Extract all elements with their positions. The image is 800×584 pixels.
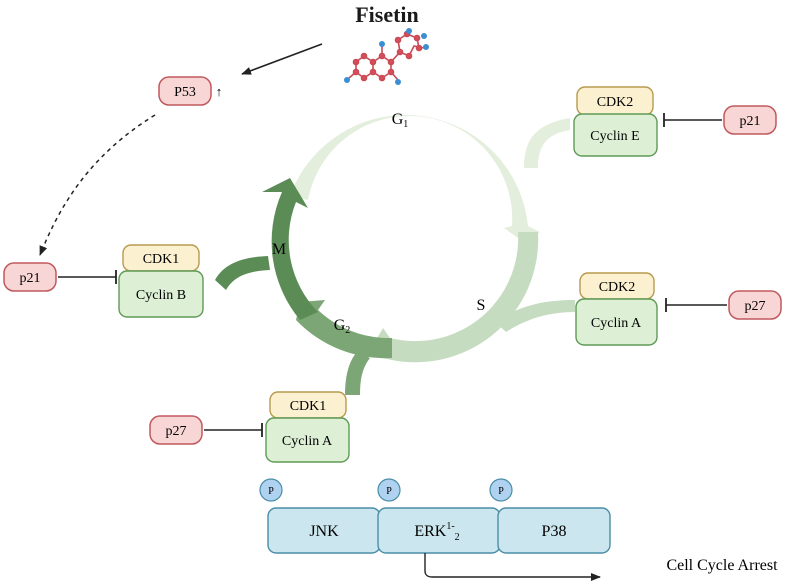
p53-to-p21-dashed-arrow xyxy=(39,114,156,256)
p27-right-box xyxy=(728,290,782,320)
p53-up-arrow: ↑ xyxy=(216,84,223,99)
cyclin-e-label: Cyclin E xyxy=(590,129,639,144)
s-arc xyxy=(370,232,539,363)
p53-label: P53 xyxy=(174,85,196,100)
arrest-arrow xyxy=(424,553,601,581)
m-arc xyxy=(262,178,318,320)
g1-arc xyxy=(290,115,540,243)
cell-cycle-ring xyxy=(215,115,575,395)
g1-feeder xyxy=(524,118,570,168)
cdk2-label: CDK2 xyxy=(597,95,634,110)
phospho-jnk-icon xyxy=(259,478,283,502)
cdk1-cyclin-a-complex: CDK1 Cyclin A xyxy=(265,391,350,463)
cyclin-b-box xyxy=(118,270,204,318)
p21-left-box xyxy=(3,262,57,292)
p27-bottom-box xyxy=(149,415,203,445)
cdk2-label: CDK2 xyxy=(599,280,636,295)
cdk2-cyclin-a-complex: CDK2 Cyclin A xyxy=(575,272,658,346)
phospho-erk-label: P xyxy=(386,486,392,497)
p53-box xyxy=(158,76,212,106)
s-feeder xyxy=(495,300,575,332)
fisetin-molecule-icon xyxy=(344,28,429,85)
cyclin-e-box xyxy=(573,113,658,157)
phase-g1-label: G1 xyxy=(392,111,409,130)
cyclin-a-label: Cyclin A xyxy=(282,434,333,449)
cyclin-a-box xyxy=(575,298,658,346)
g2-feeder xyxy=(345,352,370,395)
cyclin-b-label: Cyclin B xyxy=(136,288,186,303)
cdk1-label: CDK1 xyxy=(290,399,327,414)
cdk2-cyclin-e-complex: CDK2 Cyclin E xyxy=(573,86,658,157)
phase-s-label: S xyxy=(477,297,486,314)
p38-box xyxy=(497,507,611,554)
phospho-jnk-label: P xyxy=(268,486,274,497)
phospho-p38-label: P xyxy=(498,486,504,497)
fisetin-to-p53-arrow xyxy=(241,43,323,75)
phospho-markers: P P P xyxy=(259,478,513,502)
phase-m-label: M xyxy=(272,241,286,258)
phospho-p38-icon xyxy=(489,478,513,502)
cdk1-label: CDK1 xyxy=(143,252,180,267)
phospho-erk-icon xyxy=(377,478,401,502)
jnk-label: JNK xyxy=(309,523,339,540)
p27-right-label: p27 xyxy=(745,299,766,314)
p38-label: P38 xyxy=(542,523,567,540)
erk-label: ERK1-2 xyxy=(414,521,459,543)
p21-top-label: p21 xyxy=(740,114,761,129)
cdk1-cyclin-b-complex: CDK1 Cyclin B xyxy=(118,244,204,318)
cell-cycle-arrest-label: Cell Cycle Arrest xyxy=(666,557,778,574)
fisetin-title: Fisetin xyxy=(355,2,419,27)
p27-bottom-label: p27 xyxy=(166,424,187,439)
m-feeder xyxy=(215,256,270,290)
p21-top-box xyxy=(723,105,777,135)
g2-arc xyxy=(296,300,392,359)
phase-g2-label: G2 xyxy=(334,317,351,336)
cyclin-a-label: Cyclin A xyxy=(591,316,642,331)
p21-left-label: p21 xyxy=(20,271,41,286)
cyclin-a-box xyxy=(265,417,350,463)
mapk-bar: JNK ERK1-2 P38 xyxy=(267,507,611,554)
